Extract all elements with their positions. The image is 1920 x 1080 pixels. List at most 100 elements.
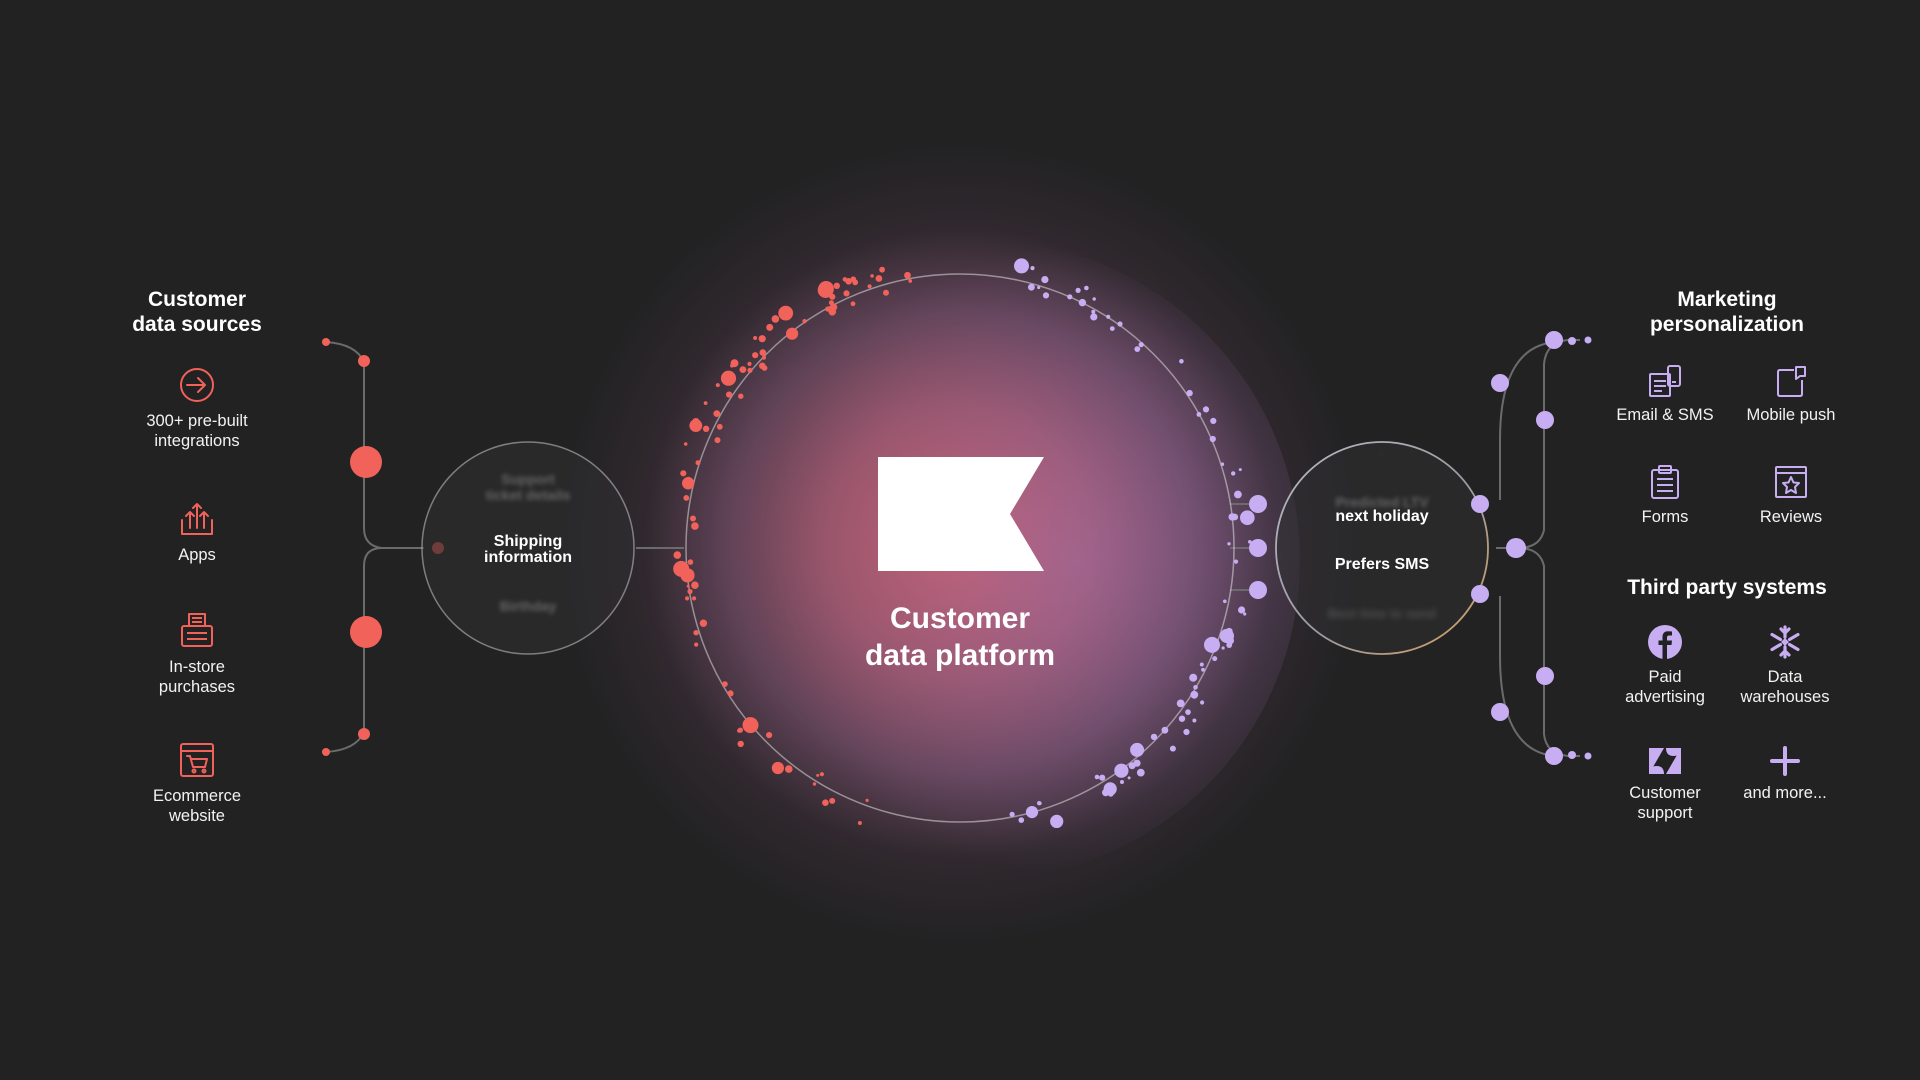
particle [771,761,785,775]
channel-label: Email & SMS [1616,406,1714,424]
bubble-faded-above: · [1379,446,1385,461]
node-dot [1491,703,1509,721]
particle [829,293,836,300]
source-ecommerce[interactable]: Ecommerce website [117,741,277,826]
particle [1120,780,1124,784]
particle [778,305,794,321]
particle [716,423,723,430]
third-party-and-more[interactable]: and more... [1705,746,1865,803]
system-label: and more... [1743,784,1827,802]
particle [1028,283,1035,291]
particle [1038,801,1042,806]
third-party-data-warehouses[interactable]: Data warehouses [1705,624,1865,707]
third-party-heading: Third party systems [1627,576,1827,599]
particle [1209,435,1216,443]
node-dot [1568,337,1576,345]
source-in-store[interactable]: In-store purchases [117,610,277,697]
left-connector-nodes [322,338,382,756]
particle [828,308,837,316]
node-large [350,616,382,648]
particle [857,821,862,825]
mobile-push-icon [1777,366,1806,397]
platform-title: Customer data platform [864,602,1056,672]
particle [1067,294,1073,300]
node-dot [358,355,370,367]
particle [1084,285,1089,291]
particle [1009,811,1015,817]
particle [680,470,687,477]
particle [689,419,703,432]
marketing-heading: Marketing personalization [1649,288,1805,336]
particle [673,560,690,577]
particle [1014,258,1029,274]
particle [1201,667,1205,672]
particle [766,323,774,331]
particle [812,782,817,786]
particle [1078,298,1087,307]
particle [686,584,690,588]
particle [714,437,721,444]
particle [786,327,799,340]
particle [904,271,911,279]
source-integrations[interactable]: 300+ pre-built integrations [117,366,277,451]
particle [1117,321,1123,327]
right-branch-upper [1517,339,1580,549]
particle [737,740,744,748]
particle [747,367,753,373]
channel-label: Forms [1641,508,1689,526]
particle [753,336,758,340]
particle [802,319,807,324]
particle [673,551,682,559]
particle [879,266,885,273]
node-large [350,446,382,478]
node-dot [1584,752,1592,760]
bubble-main-text: Shipping information [484,533,572,566]
particle [1127,776,1131,780]
particle [1212,656,1218,662]
third-party-paid-advertising[interactable]: Paid advertising [1585,624,1745,707]
particle [1183,728,1190,736]
marketing-mobile-push[interactable]: Mobile push [1711,364,1871,425]
node-dot [1249,539,1267,557]
bubble-faded-top: Support ticket details [485,471,571,503]
particle [1221,646,1225,650]
marketing-reviews[interactable]: Reviews [1711,464,1871,527]
particle [1193,685,1198,690]
apps-upload-icon [181,503,213,535]
particle [752,352,759,359]
particle [715,383,720,388]
right-branch-inner-lower [1499,596,1557,757]
marketing-email-sms[interactable]: Email & SMS [1585,364,1745,425]
particle [1138,342,1144,348]
particle [1136,768,1145,777]
bubble-edge-dot [1471,585,1489,603]
particle [1178,715,1186,722]
particle [1227,542,1231,546]
left-connector-lines [325,341,684,753]
particle [1150,733,1158,741]
particle [691,581,699,589]
particle [739,366,747,373]
channel-label: Reviews [1759,508,1823,526]
particle [785,765,793,773]
marketing-forms[interactable]: Forms [1585,464,1745,527]
particle [1225,627,1233,635]
third-party-customer-support[interactable]: Customer support [1585,746,1745,823]
particle [865,798,869,803]
particle [1099,774,1106,781]
zendesk-icon [1649,748,1681,774]
coral-particles [673,266,913,825]
particle [1220,462,1225,467]
particle [875,275,883,282]
particle [1106,314,1111,319]
source-apps[interactable]: Apps [117,498,277,565]
right-data-bubble [1275,441,1489,655]
particle [1092,297,1096,301]
particle [1109,326,1115,331]
particle [738,393,744,399]
left-data-bubble [421,441,635,655]
left-branch-upper [325,341,424,549]
particle [766,732,773,739]
node-dot [1506,538,1526,558]
